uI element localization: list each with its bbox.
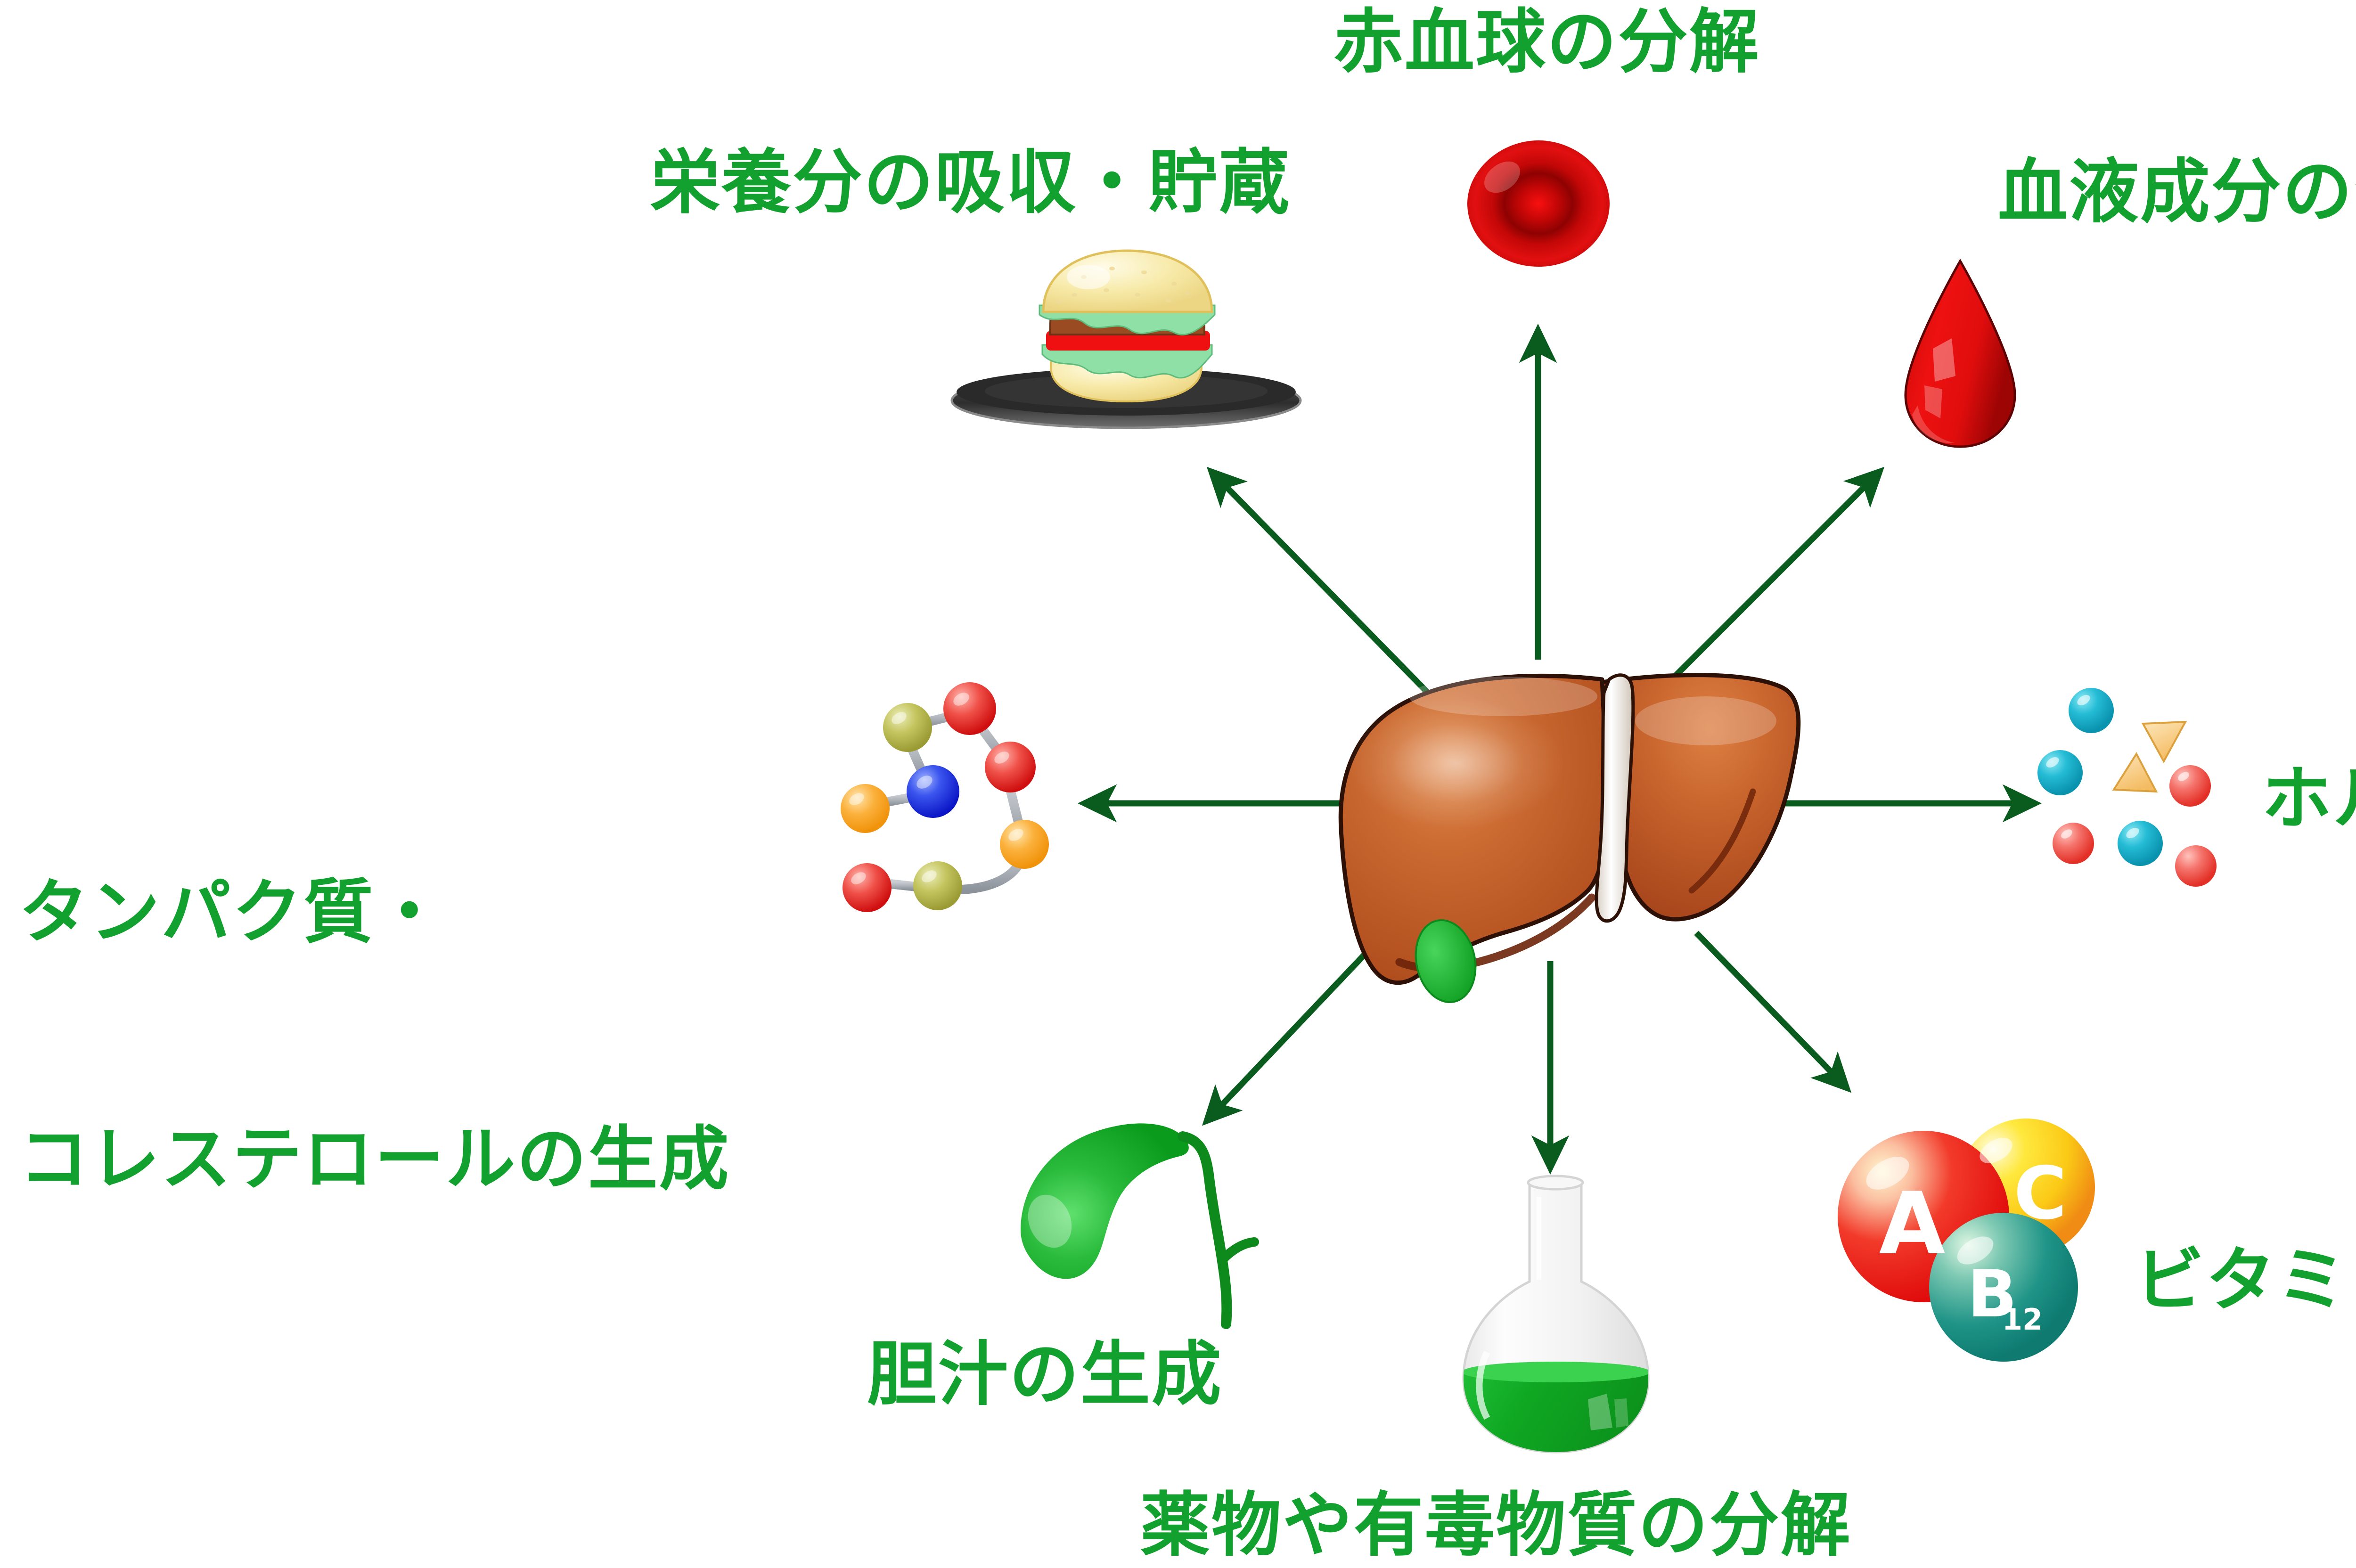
vitamin-a-label: A: [1879, 1174, 1946, 1274]
duct-branch: [1219, 1237, 1259, 1264]
label-hormone-production: ホルモンの生成: [2262, 758, 2356, 839]
vitamin-b-subscript: 12: [2002, 1302, 2043, 1337]
label-protein-line2: コレステロールの生成: [19, 1119, 730, 1200]
hormone-sphere-red: [2175, 845, 2217, 887]
liver-right-lobe: [1600, 673, 1801, 922]
label-protein-line1: タンパク質・: [19, 872, 446, 953]
hormone-sphere-cyan: [2118, 821, 2163, 866]
vitamin-c-label: C: [2013, 1152, 2067, 1236]
falciform-ligament: [1595, 673, 1635, 923]
arrow-up-left: [1206, 466, 1430, 695]
red-blood-cell-icon: [1461, 132, 1616, 273]
flask-rim: [1527, 1175, 1584, 1191]
label-vitamin-absorption-storage: ビタミン類の吸収・貯蔵: [2135, 1240, 2356, 1321]
arrow-up-right: [1661, 466, 1885, 690]
label-red-blood-cell-breakdown: 赤血球の分解: [1333, 1, 1760, 82]
label-blood-component-production: 血液成分の生成: [1998, 151, 2356, 232]
lettuce-bottom: [1041, 344, 1213, 379]
hamburger-on-plate-icon: [933, 249, 1319, 433]
hormone-triangle-up: [2112, 752, 2158, 793]
liver-illustration: [1301, 627, 1828, 1004]
label-bile-production: 胆汁の生成: [867, 1334, 1223, 1415]
hormone-particles-icon: [2037, 674, 2252, 887]
label-nutrient-absorption-storage: 栄養分の吸収・貯蔵: [650, 142, 1291, 223]
vitamin-spheres-icon: A C B 12: [1838, 1117, 2130, 1380]
hormone-sphere-cyan: [2069, 688, 2114, 733]
hormone-sphere-red: [2169, 765, 2211, 807]
vitamin-b-label: B: [1967, 1256, 2017, 1332]
arrow-down-right: [1694, 931, 1852, 1093]
label-drug-toxin-breakdown: 薬物や有毒物質の分解: [1140, 1485, 1852, 1566]
gallbladder-body: [1021, 1123, 1189, 1279]
hormone-triangle-down: [2141, 720, 2187, 764]
label-protein-cholesterol-production: タンパク質・ コレステロールの生成: [19, 707, 730, 1365]
tomato: [1046, 331, 1210, 351]
hormone-sphere-cyan: [2037, 750, 2083, 795]
gallbladder-icon: [980, 1093, 1272, 1329]
flask-icon: [1447, 1164, 1663, 1465]
gallbladder: [1415, 919, 1477, 1004]
blood-drop-icon: [1890, 254, 2031, 452]
arrow-down-left: [1202, 935, 1383, 1126]
hormone-sphere-red: [2053, 823, 2094, 864]
molecule-icon: [820, 678, 1065, 923]
bile-duct: [1178, 1131, 1232, 1329]
